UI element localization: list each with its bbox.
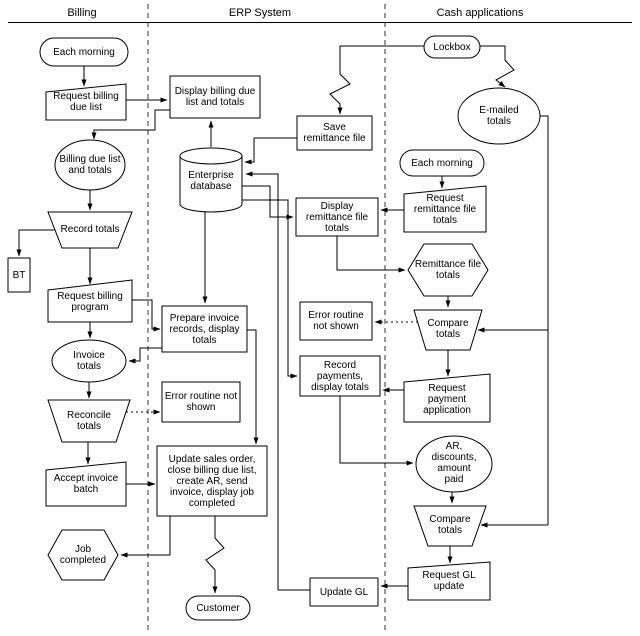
each-morning-cash-terminator-shape: [399, 149, 485, 177]
ar-discounts-amount-paid-label: AR, discounts, amount paid: [431, 441, 477, 485]
each-morning-billing-terminator-shape: [39, 37, 129, 67]
arrow-database-to-recordpayments: [242, 199, 298, 379]
line-emailedtotals-rail: [540, 115, 549, 525]
arrow-saveremittance-to-database: [244, 137, 297, 165]
error-routine-2-label: Error routine not shown: [164, 391, 238, 413]
accept-invoice-batch-label: Accept invoice batch: [53, 473, 119, 495]
record-totals-label: Record totals: [60, 223, 120, 235]
display-billing-due-list-shape: [169, 75, 261, 119]
each-morning-cash-label: Each morning: [411, 157, 473, 169]
save-remittance-file-label: Save remittance file: [303, 122, 366, 144]
update-gl-label: Update GL: [319, 586, 369, 598]
request-payment-application-label: Request payment application: [423, 382, 471, 416]
update-sales-order-label: Update sales order, close billing due li…: [167, 453, 257, 509]
arrow-prepareinvoice-to-invoicetotals: [128, 347, 162, 364]
record-payments-label: Record payments, display totals: [311, 359, 369, 393]
prepare-invoice-records-shape: [161, 305, 248, 353]
save-remittance-file-shape: [296, 115, 373, 151]
lane-title-cash-applications: Cash applications: [436, 6, 524, 19]
request-billing-program-shape: [47, 279, 133, 323]
compare-totals-2-label: Compare totals: [429, 514, 471, 536]
update-sales-order-shape: [156, 445, 268, 517]
enterprise-database-cylinder-body: [179, 155, 243, 213]
arrow-lockbox-to-emailedtotals-transmission: [480, 45, 515, 88]
invoice-totals-shape: [51, 339, 127, 383]
request-gl-update-shape: [407, 561, 491, 601]
remittance-file-totals-shape: [407, 243, 489, 297]
bt-connector-label: BT: [12, 269, 26, 281]
enterprise-database-cylinder-top: [179, 147, 243, 165]
request-billing-due-list-label: Request billing due list: [53, 91, 119, 113]
reconcile-totals-label: Reconcile totals: [67, 410, 111, 432]
error-routine-1-shape: [299, 301, 373, 341]
arrow-updategl-to-database: [245, 171, 310, 591]
record-payments-shape: [299, 355, 381, 397]
display-remittance-file-totals-label: Display remittance file totals: [305, 200, 369, 234]
customer-label: Customer: [196, 602, 240, 614]
request-billing-due-list-shape: [45, 83, 127, 121]
arrow-prepareinvoice-to-updatesalesorder: [247, 329, 259, 445]
arrow-database-to-displayremittance: [242, 185, 294, 220]
lane-title-billing: Billing: [67, 6, 97, 19]
update-gl-shape: [309, 577, 379, 607]
arrow-requestprogram-to-prepareinvoice: [132, 299, 161, 332]
record-totals-shape: [47, 211, 133, 249]
each-morning-billing-label: Each morning: [53, 46, 115, 58]
emailed-totals-label: E-mailed totals: [479, 105, 519, 127]
compare-totals-1-label: Compare totals: [427, 318, 469, 340]
error-routine-2-shape: [161, 381, 241, 423]
arrow-updatesalesorder-to-customer-transmission: [205, 516, 225, 594]
arrow-recordpayments-to-ardiscounts: [339, 396, 414, 466]
arrow-lockbox-to-saveremittance-transmission: [329, 45, 424, 115]
compare-totals-1-shape: [413, 309, 483, 351]
customer-terminator-shape: [185, 595, 251, 621]
lockbox-label: Lockbox: [433, 41, 471, 53]
lockbox-terminator-shape: [423, 35, 481, 59]
display-remittance-file-totals-shape: [295, 197, 379, 237]
reconcile-totals-shape: [47, 399, 131, 443]
error-routine-1-label: Error routine not shown: [308, 310, 364, 332]
billing-due-list-totals-shape: [54, 139, 126, 191]
arrow-updatesalesorder-to-jobcompleted: [120, 516, 171, 558]
arrow-displayremittance-to-remittancetotals: [336, 236, 406, 273]
ar-discounts-amount-paid-shape: [415, 435, 493, 493]
compare-totals-2-shape: [413, 505, 487, 547]
billing-due-list-totals-label: Billing due list and totals: [59, 154, 121, 176]
request-billing-program-label: Request billing program: [57, 291, 123, 313]
emailed-totals-shape: [457, 87, 541, 145]
lane-title-erp-system: ERP System: [228, 6, 292, 19]
invoice-totals-label: Invoice totals: [73, 350, 105, 372]
job-completed-shape: [47, 529, 119, 581]
prepare-invoice-records-label: Prepare invoice records, display totals: [169, 312, 240, 346]
bt-connector-shape: [7, 257, 31, 293]
job-completed-label: Job completed: [59, 544, 107, 566]
remittance-file-totals-label: Remittance file totals: [414, 259, 482, 281]
arrow-recordtotals-to-bt: [16, 229, 55, 257]
request-remittance-file-totals-shape: [403, 185, 487, 233]
accept-invoice-batch-shape: [45, 461, 127, 507]
arrow-displaybilling-to-duelisttotals: [91, 109, 170, 140]
display-billing-due-list-label: Display billing due list and totals: [174, 86, 256, 108]
request-payment-application-shape: [403, 373, 491, 423]
enterprise-database-label: Enterprise database: [188, 170, 234, 192]
request-remittance-file-totals-label: Request remittance file totals: [413, 192, 477, 226]
request-gl-update-label: Request GL update: [422, 570, 476, 592]
